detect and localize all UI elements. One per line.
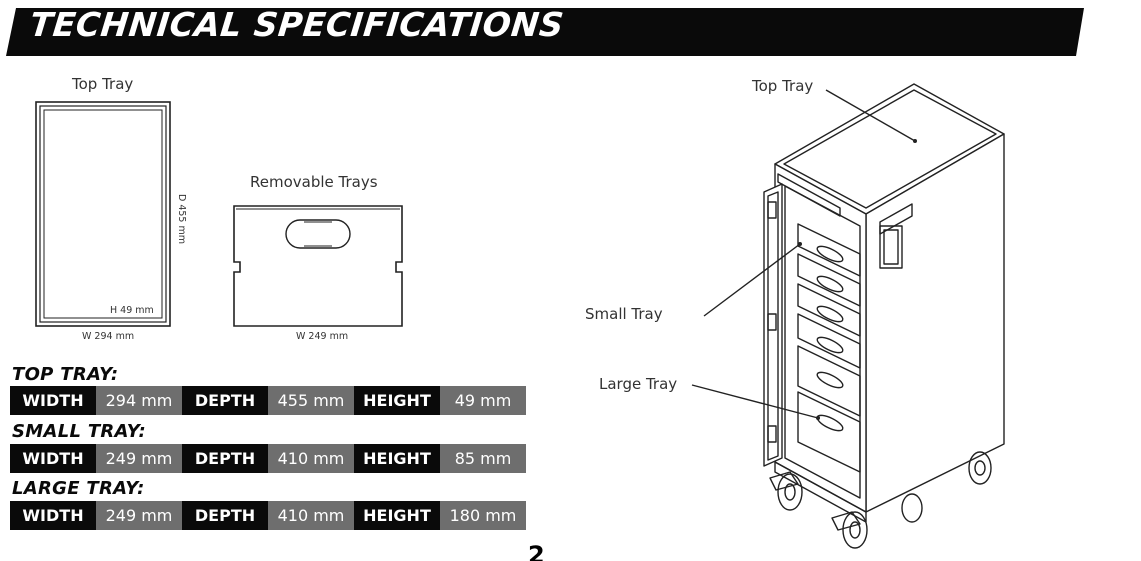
small-tray-spec-row: WIDTH 249 mm DEPTH 410 mm HEIGHT 85 mm bbox=[10, 444, 526, 473]
large-tray-spec-row: WIDTH 249 mm DEPTH 410 mm HEIGHT 180 mm bbox=[10, 501, 526, 530]
top-tray-width-dim: W 294 mm bbox=[82, 331, 135, 342]
top-tray-spec-title: TOP TRAY: bbox=[12, 364, 119, 385]
cart-small-tray-label: Small Tray bbox=[585, 305, 663, 323]
cart-top-tray-label: Top Tray bbox=[752, 77, 814, 95]
height-value: 49 mm bbox=[440, 386, 526, 415]
large-tray-spec-title: LARGE TRAY: bbox=[12, 478, 145, 499]
width-key: WIDTH bbox=[10, 386, 96, 415]
removable-tray-drawing bbox=[233, 205, 403, 327]
trolley-cart-illustration bbox=[763, 83, 1005, 549]
height-key: HEIGHT bbox=[354, 386, 440, 415]
width-value: 294 mm bbox=[96, 386, 182, 415]
depth-value: 410 mm bbox=[268, 501, 354, 530]
removable-trays-label: Removable Trays bbox=[250, 173, 378, 191]
small-tray-spec-title: SMALL TRAY: bbox=[12, 421, 146, 442]
top-tray-drawing bbox=[35, 101, 171, 327]
depth-key: DEPTH bbox=[182, 386, 268, 415]
top-tray-height-dim: H 49 mm bbox=[110, 305, 154, 316]
height-value: 180 mm bbox=[440, 501, 526, 530]
cart-large-tray-label: Large Tray bbox=[599, 375, 678, 393]
header-banner bbox=[6, 8, 1084, 56]
removable-tray-width-dim: W 249 mm bbox=[296, 331, 349, 342]
depth-key: DEPTH bbox=[182, 444, 268, 473]
width-value: 249 mm bbox=[96, 444, 182, 473]
width-value: 249 mm bbox=[96, 501, 182, 530]
depth-key: DEPTH bbox=[182, 501, 268, 530]
width-key: WIDTH bbox=[10, 444, 96, 473]
height-value: 85 mm bbox=[440, 444, 526, 473]
top-tray-spec-row: WIDTH 294 mm DEPTH 455 mm HEIGHT 49 mm bbox=[10, 386, 526, 415]
height-key: HEIGHT bbox=[354, 444, 440, 473]
page-number: 2 bbox=[528, 543, 545, 561]
depth-value: 410 mm bbox=[268, 444, 354, 473]
width-key: WIDTH bbox=[10, 501, 96, 530]
depth-value: 455 mm bbox=[268, 386, 354, 415]
height-key: HEIGHT bbox=[354, 501, 440, 530]
top-tray-drawing-label: Top Tray bbox=[72, 75, 134, 93]
